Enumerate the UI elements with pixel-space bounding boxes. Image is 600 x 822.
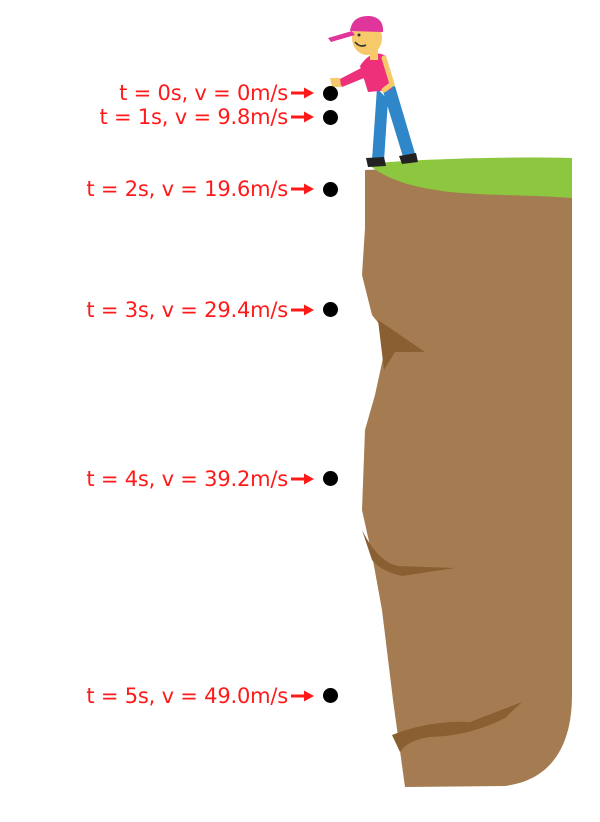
arrow-right-icon: [291, 111, 314, 123]
marker-label: t = 1s, v = 9.8m/s: [99, 105, 289, 130]
arrow-right-icon: [291, 183, 314, 195]
marker-label: t = 5s, v = 49.0m/s: [86, 683, 288, 708]
marker-label: t = 2s, v = 19.6m/s: [86, 177, 288, 202]
cliff-grass: [368, 157, 572, 198]
arrow-right-icon: [291, 87, 314, 99]
falling-object-dot: [323, 688, 338, 703]
cliff-crack-lower: [392, 702, 522, 752]
person-figure: [328, 15, 418, 167]
arrow-right-icon: [291, 690, 314, 701]
falling-object-dot: [323, 302, 338, 318]
arrow-right-icon: [291, 473, 314, 485]
marker-label: t = 0s, v = 0m/s: [119, 81, 288, 105]
marker-label: t = 3s, v = 29.4m/s: [86, 297, 288, 322]
cliff-shadow-ledge: [378, 320, 425, 370]
falling-object-dot: [323, 181, 338, 197]
cliff-rock: [362, 162, 572, 787]
falling-object-dot: [323, 109, 338, 125]
falling-object-dot: [323, 85, 338, 101]
falling-object-dot: [323, 471, 338, 487]
arrow-right-icon: [291, 304, 314, 316]
cliff-crack-middle: [362, 530, 455, 576]
marker-label: t = 4s, v = 39.2m/s: [86, 466, 288, 491]
